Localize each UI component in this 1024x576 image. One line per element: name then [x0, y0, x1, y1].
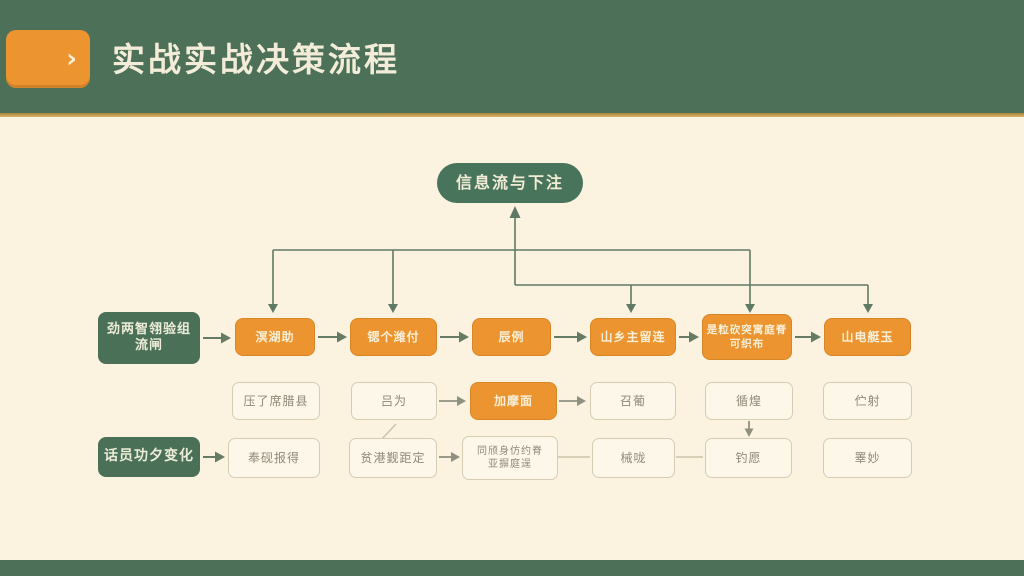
node-label: 同颀身仿约脊: [477, 445, 543, 457]
node-step-1-3: 辰例: [472, 318, 551, 356]
node-label: 辰例: [498, 329, 525, 344]
node-source-row3: 话员功夕变化: [98, 437, 200, 477]
node-label: 亚摒庭逞: [488, 459, 532, 470]
slide-title: 实战实战决策流程: [112, 39, 400, 79]
node-step-1-4: 山乡主留连: [590, 318, 676, 356]
node-label: 信息流与下注: [455, 173, 564, 192]
node-step-3-4: 械咙: [592, 438, 675, 478]
node-step-3-3: 同颀身仿约脊 亚摒庭逞: [462, 436, 558, 480]
node-label: 山乡主留连: [600, 329, 666, 344]
node-label: 吕为: [380, 393, 407, 408]
node-step-1-5: 是粒砍突寓庭脊 可织布: [702, 314, 792, 360]
chevron-right-icon: ›: [66, 44, 77, 74]
footer-bar: [0, 560, 1024, 576]
node-label: 加摩面: [493, 393, 533, 408]
node-label: 流闸: [134, 338, 163, 353]
node-label: 械咙: [620, 450, 647, 465]
node-label: 锶个潍付: [367, 329, 420, 344]
node-step-1-1: 溟湖助: [235, 318, 315, 356]
node-label: 钓愿: [735, 450, 762, 465]
node-step-2-6: 伫射: [823, 382, 912, 420]
accent-tab: ›: [6, 30, 90, 88]
node-step-2-3: 加摩面: [470, 382, 557, 420]
node-step-3-1: 奉砚报得: [228, 438, 320, 478]
node-label: 山电艇玉: [841, 329, 894, 344]
node-label: 奉砚报得: [247, 450, 300, 465]
node-step-3-6: 睪妙: [823, 438, 912, 478]
node-label: 压了席腊县: [243, 393, 309, 408]
connector-tree: [268, 206, 873, 313]
node-label: 劲两智翎验组: [106, 321, 191, 337]
node-info-flow: 信息流与下注: [437, 163, 583, 203]
node-step-1-2: 锶个潍付: [350, 318, 437, 356]
node-step-1-6: 山电艇玉: [824, 318, 911, 356]
node-step-2-5: 循煌: [705, 382, 793, 420]
node-label: 话员功夕变化: [104, 448, 194, 465]
node-label: 睪妙: [854, 450, 881, 465]
node-label: 溟湖助: [255, 329, 295, 344]
node-label: 召葡: [619, 393, 646, 408]
node-label: 可织布: [729, 338, 765, 350]
node-label: 伫射: [854, 393, 881, 408]
node-step-2-4: 召葡: [590, 382, 676, 420]
slide-header: › 实战实战决策流程: [0, 0, 1024, 113]
node-label: 贫港觐距定: [360, 450, 426, 465]
gold-divider: [0, 113, 1024, 117]
node-label: 循煌: [735, 393, 762, 408]
node-source-row1: 劲两智翎验组 流闸: [98, 312, 200, 364]
node-step-2-2: 吕为: [351, 382, 437, 420]
node-step-3-5: 钓愿: [705, 438, 792, 478]
node-label: 是粒砍突寓庭脊: [706, 323, 788, 336]
node-step-2-1: 压了席腊县: [232, 382, 320, 420]
node-step-3-2: 贫港觐距定: [349, 438, 437, 478]
